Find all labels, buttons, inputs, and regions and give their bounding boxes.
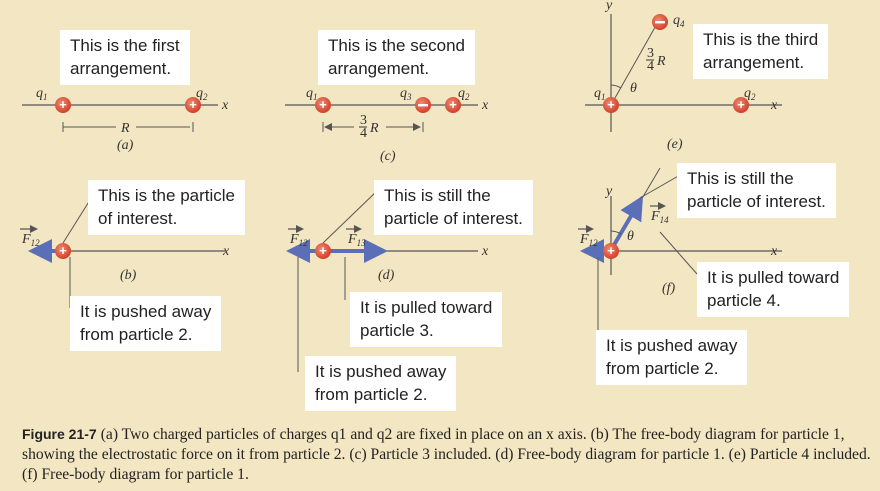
charge-q1-f: + xyxy=(603,243,619,259)
figure-number: Figure 21-7 xyxy=(22,426,97,442)
q4-label-e: q4 xyxy=(673,13,685,29)
frac-num-c: 3 xyxy=(360,113,367,128)
q1-label-c: q1 xyxy=(306,86,318,102)
F12-label-d: F12 xyxy=(289,232,308,248)
panel-d: + F12 F13 x (d) xyxy=(286,189,489,372)
positive-charge-icon xyxy=(55,243,71,259)
svg-text:+: + xyxy=(59,243,67,258)
frac-den-e: 4 xyxy=(647,59,654,74)
svg-text:+: + xyxy=(59,97,67,112)
svg-text:+: + xyxy=(189,97,197,112)
panel-label-b: (b) xyxy=(120,268,137,283)
theta-label-f: θ xyxy=(627,229,634,244)
svg-text:+: + xyxy=(319,243,327,258)
frac-den-c: 4 xyxy=(360,126,367,141)
figure-diagram: + + q1 q2 x R (a) + + q1 q3 q2 xyxy=(20,0,782,372)
positive-charge-icon xyxy=(445,97,461,113)
positive-charge-icon xyxy=(315,243,331,259)
panel-label-c: (c) xyxy=(380,149,396,164)
F12-label-f: F12 xyxy=(579,232,598,248)
panel-label-d: (d) xyxy=(378,268,395,283)
charge-q4-e xyxy=(652,14,668,30)
svg-text:+: + xyxy=(607,97,615,112)
charge-q1-a: + xyxy=(55,97,71,113)
q4-direction-line xyxy=(610,21,659,106)
charge-q2-a: + xyxy=(185,97,201,113)
panel-a: + + q1 q2 x R (a) xyxy=(22,86,229,153)
svg-text:+: + xyxy=(607,243,615,258)
positive-charge-icon xyxy=(55,97,71,113)
R-label-e: R xyxy=(656,54,666,69)
panel-b: + F12 x (b) xyxy=(20,191,230,308)
F13-label-d: F13 xyxy=(347,232,366,248)
svg-text:+: + xyxy=(319,97,327,112)
R-label-c: R xyxy=(369,121,379,136)
y-label-f: y xyxy=(604,184,613,199)
x-label-c: x xyxy=(481,98,489,113)
q1-label-a: q1 xyxy=(36,86,48,102)
x-label-f: x xyxy=(770,244,778,259)
q1-label-e: q1 xyxy=(594,86,606,102)
charge-q1-d: + xyxy=(315,243,331,259)
y-label-e: y xyxy=(604,0,613,13)
figure-caption: Figure 21-7(a) Two charged particles of … xyxy=(22,424,872,485)
callout-leader xyxy=(639,174,681,199)
panel-f: + θ y F12 F14 x (f) xyxy=(578,167,782,341)
q2-label-a: q2 xyxy=(196,86,208,102)
q2-label-e: q2 xyxy=(744,86,756,102)
force-F14-arrow-f xyxy=(612,195,644,247)
positive-charge-icon xyxy=(733,97,749,113)
x-label-b: x xyxy=(222,244,230,259)
x-label-e: x xyxy=(770,98,778,113)
charge-q1-e: + xyxy=(603,97,619,113)
svg-text:+: + xyxy=(449,97,457,112)
charge-q1-b: + xyxy=(55,243,71,259)
theta-label-e: θ xyxy=(630,81,637,96)
charge-q1-c: + xyxy=(315,97,331,113)
charge-q3-c xyxy=(415,97,431,113)
R-label-a: R xyxy=(120,121,130,136)
callout-leader xyxy=(322,189,379,244)
q3-label-c: q3 xyxy=(400,86,412,102)
callout-leader xyxy=(659,231,698,275)
panel-c: + + q1 q3 q2 x 3 4 R (c) xyxy=(285,86,489,164)
charge-q2-c: + xyxy=(445,97,461,113)
svg-text:+: + xyxy=(737,97,745,112)
x-label-a: x xyxy=(221,98,229,113)
panel-label-f: (f) xyxy=(662,281,676,296)
q2-label-c: q2 xyxy=(458,86,470,102)
caption-text: (a) Two charged particles of charges q1 … xyxy=(22,426,871,483)
panel-label-e: (e) xyxy=(667,137,683,152)
F14-label-f: F14 xyxy=(650,209,669,225)
panel-e: θ + + y q1 q4 q2 x 3 4 R (e) xyxy=(585,0,782,152)
F12-label-b: F12 xyxy=(21,232,40,248)
positive-charge-icon xyxy=(315,97,331,113)
positive-charge-icon xyxy=(603,97,619,113)
positive-charge-icon xyxy=(603,243,619,259)
positive-charge-icon xyxy=(185,97,201,113)
x-label-d: x xyxy=(481,244,489,259)
panel-label-a: (a) xyxy=(117,138,134,153)
charge-q2-e: + xyxy=(733,97,749,113)
frac-num-e: 3 xyxy=(647,46,654,61)
